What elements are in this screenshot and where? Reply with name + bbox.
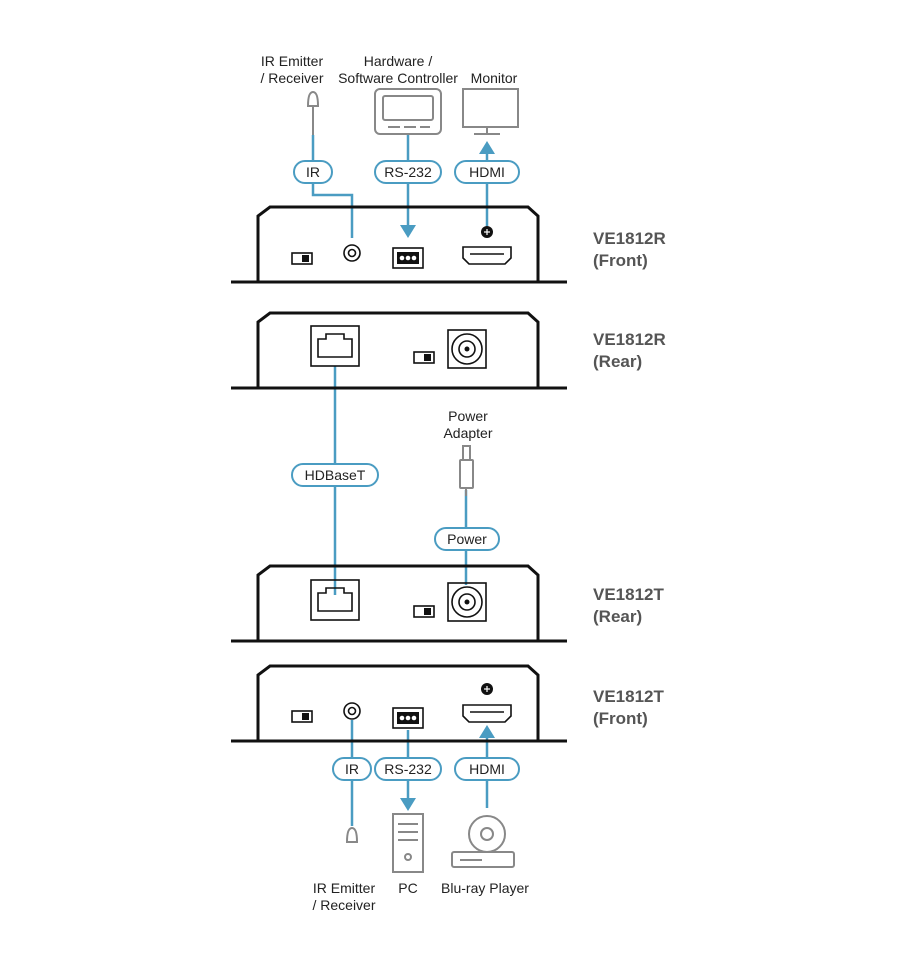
hdbaset-label: HDBaseT xyxy=(305,467,366,483)
top-hdmi-arrow xyxy=(479,141,495,154)
controller-label-1: Hardware / xyxy=(364,53,433,69)
power-adapter-label-1: Power xyxy=(448,408,488,424)
top-ir-emitter: IR Emitter / Receiver xyxy=(260,53,324,135)
top-ir-cable xyxy=(311,135,354,238)
top-ir-emitter-label-2: / Receiver xyxy=(260,70,323,86)
controller-icon xyxy=(374,88,442,135)
bottom-ir-label: IR xyxy=(345,761,359,777)
power-adapter-icon xyxy=(459,445,474,496)
bottom-rs232-arrow xyxy=(400,798,416,811)
bottom-ir-emitter-label-1: IR Emitter xyxy=(313,880,376,896)
ir-port-icon xyxy=(343,244,361,262)
bottom-hdmi-arrow xyxy=(479,725,495,738)
transmitter-front-device xyxy=(231,664,567,743)
hdmi-screw-icon xyxy=(481,226,493,238)
power-adapter-label-2: Adapter xyxy=(443,425,492,441)
receiver-rear-device xyxy=(231,311,567,390)
switch-icon xyxy=(413,605,435,618)
rs232-port-icon xyxy=(392,247,424,269)
top-ir-pill: IR xyxy=(293,160,333,184)
bottom-rs232-pill: RS-232 xyxy=(374,757,442,781)
bottom-hdmi-pill: HDMI xyxy=(454,757,520,781)
rs232-port-icon xyxy=(392,707,424,729)
transmitter-rear-device xyxy=(231,564,567,643)
receiver-front-side: (Front) xyxy=(593,251,648,270)
power-adapter: Power Adapter xyxy=(443,408,493,496)
transmitter-rear-side: (Rear) xyxy=(593,607,642,626)
monitor-label: Monitor xyxy=(471,70,518,86)
top-rs232-label: RS-232 xyxy=(384,164,432,180)
ir-emitter-icon xyxy=(345,826,359,843)
hdmi-port-icon xyxy=(462,704,512,723)
switch-icon xyxy=(291,710,313,723)
hdmi-screw-icon xyxy=(481,683,493,695)
hdbaset-pill: HDBaseT xyxy=(291,463,379,487)
bluray-label: Blu-ray Player xyxy=(441,880,529,896)
transmitter-front-model: VE1812T xyxy=(593,687,664,706)
hardware-controller: Hardware / Software Controller xyxy=(338,53,458,135)
ir-port-icon xyxy=(343,702,361,720)
monitor-icon xyxy=(462,88,519,135)
controller-label-2: Software Controller xyxy=(338,70,458,86)
ethernet-port-icon xyxy=(310,325,360,367)
switch-icon xyxy=(413,351,435,364)
bottom-ir-emitter: IR Emitter / Receiver xyxy=(312,826,376,913)
power-port-icon xyxy=(447,582,487,622)
top-ir-label: IR xyxy=(306,164,320,180)
transmitter-front-side: (Front) xyxy=(593,709,648,728)
bluray-player: Blu-ray Player xyxy=(441,815,529,896)
bluray-player-icon xyxy=(451,815,515,868)
top-rs232-arrow xyxy=(400,225,416,238)
bottom-ir-emitter-label-2: / Receiver xyxy=(312,897,375,913)
bottom-rs232-label: RS-232 xyxy=(384,761,432,777)
top-hdmi-pill: HDMI xyxy=(454,160,520,184)
ethernet-port-icon xyxy=(310,579,360,621)
top-hdmi-label: HDMI xyxy=(469,164,505,180)
switch-icon xyxy=(291,252,313,265)
pc-label: PC xyxy=(398,880,417,896)
receiver-front-model: VE1812R xyxy=(593,229,666,248)
top-ir-emitter-label-1: IR Emitter xyxy=(261,53,324,69)
receiver-rear-side: (Rear) xyxy=(593,352,642,371)
bottom-ir-pill: IR xyxy=(332,757,372,781)
bottom-hdmi-label: HDMI xyxy=(469,761,505,777)
receiver-rear-model: VE1812R xyxy=(593,330,666,349)
pc-tower-icon xyxy=(392,813,424,873)
transmitter-rear-model: VE1812T xyxy=(593,585,664,604)
top-rs232-pill: RS-232 xyxy=(374,160,442,184)
power-pill: Power xyxy=(434,527,500,551)
ir-emitter-icon xyxy=(306,90,320,135)
pc: PC xyxy=(392,813,424,896)
monitor: Monitor xyxy=(462,70,519,135)
power-port-icon xyxy=(447,329,487,369)
receiver-front-device xyxy=(231,205,567,284)
power-label: Power xyxy=(447,531,487,547)
hdmi-port-icon xyxy=(462,246,512,265)
